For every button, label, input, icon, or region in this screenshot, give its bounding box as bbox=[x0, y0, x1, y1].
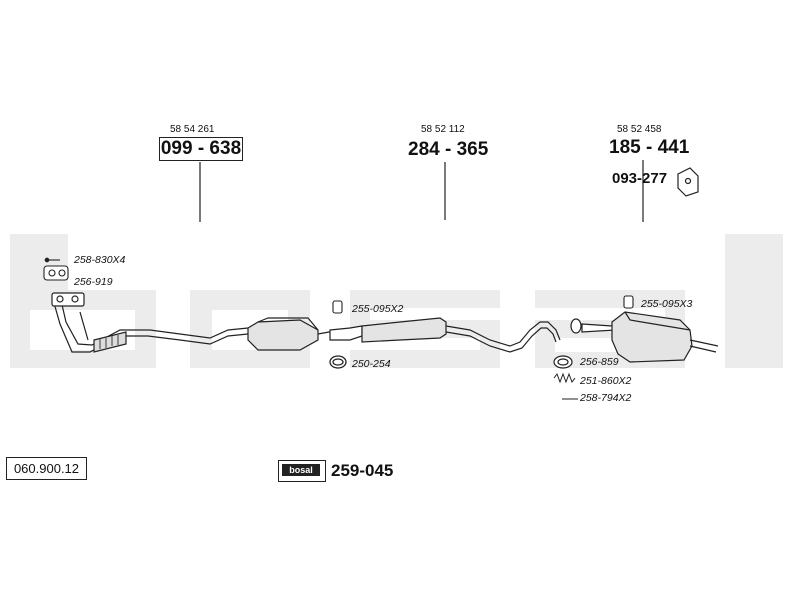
bolt-icon bbox=[44, 257, 60, 263]
part-1-code-box: 099 - 638 bbox=[159, 137, 243, 161]
label-255-095x3: 255-095X3 bbox=[641, 298, 693, 310]
label-258-830x4: 258-830X4 bbox=[74, 254, 126, 266]
part-2-code: 284 - 365 bbox=[408, 139, 489, 160]
middle-silencer bbox=[329, 317, 561, 353]
label-255-095x2: 255-095X2 bbox=[352, 303, 404, 315]
label-250-254: 250-254 bbox=[352, 358, 391, 370]
gasket-icon bbox=[43, 265, 69, 281]
label-251-860x2: 251-860X2 bbox=[580, 375, 632, 387]
spring-icon bbox=[553, 372, 576, 384]
catalytic-converter bbox=[247, 317, 341, 351]
kit-logo-text: bosal bbox=[289, 465, 313, 475]
part-3-ref: 58 52 458 bbox=[617, 124, 662, 135]
seal-ring-icon bbox=[553, 355, 573, 369]
label-256-919: 256-919 bbox=[74, 276, 113, 288]
front-pipe bbox=[51, 292, 249, 353]
part-3-code: 185 - 441 bbox=[609, 137, 690, 158]
kit-logo-inner: bosal bbox=[282, 464, 320, 476]
part-2-ref: 58 52 112 bbox=[421, 124, 465, 135]
kit-logo: bosal bbox=[278, 460, 326, 482]
label-256-859: 256-859 bbox=[580, 356, 619, 368]
document-number: 060.900.12 bbox=[6, 457, 87, 480]
kit-code: 259-045 bbox=[331, 461, 394, 480]
bracket-icon bbox=[677, 167, 699, 197]
bracket-code: 093-277 bbox=[612, 170, 668, 187]
rear-silencer bbox=[570, 311, 719, 363]
part-1-ref: 58 54 261 bbox=[170, 124, 215, 135]
label-258-794x2: 258-794X2 bbox=[580, 392, 632, 404]
part-1-code: 099 - 638 bbox=[160, 138, 242, 159]
ring-icon bbox=[329, 355, 347, 369]
clamp-icon bbox=[332, 295, 634, 314]
